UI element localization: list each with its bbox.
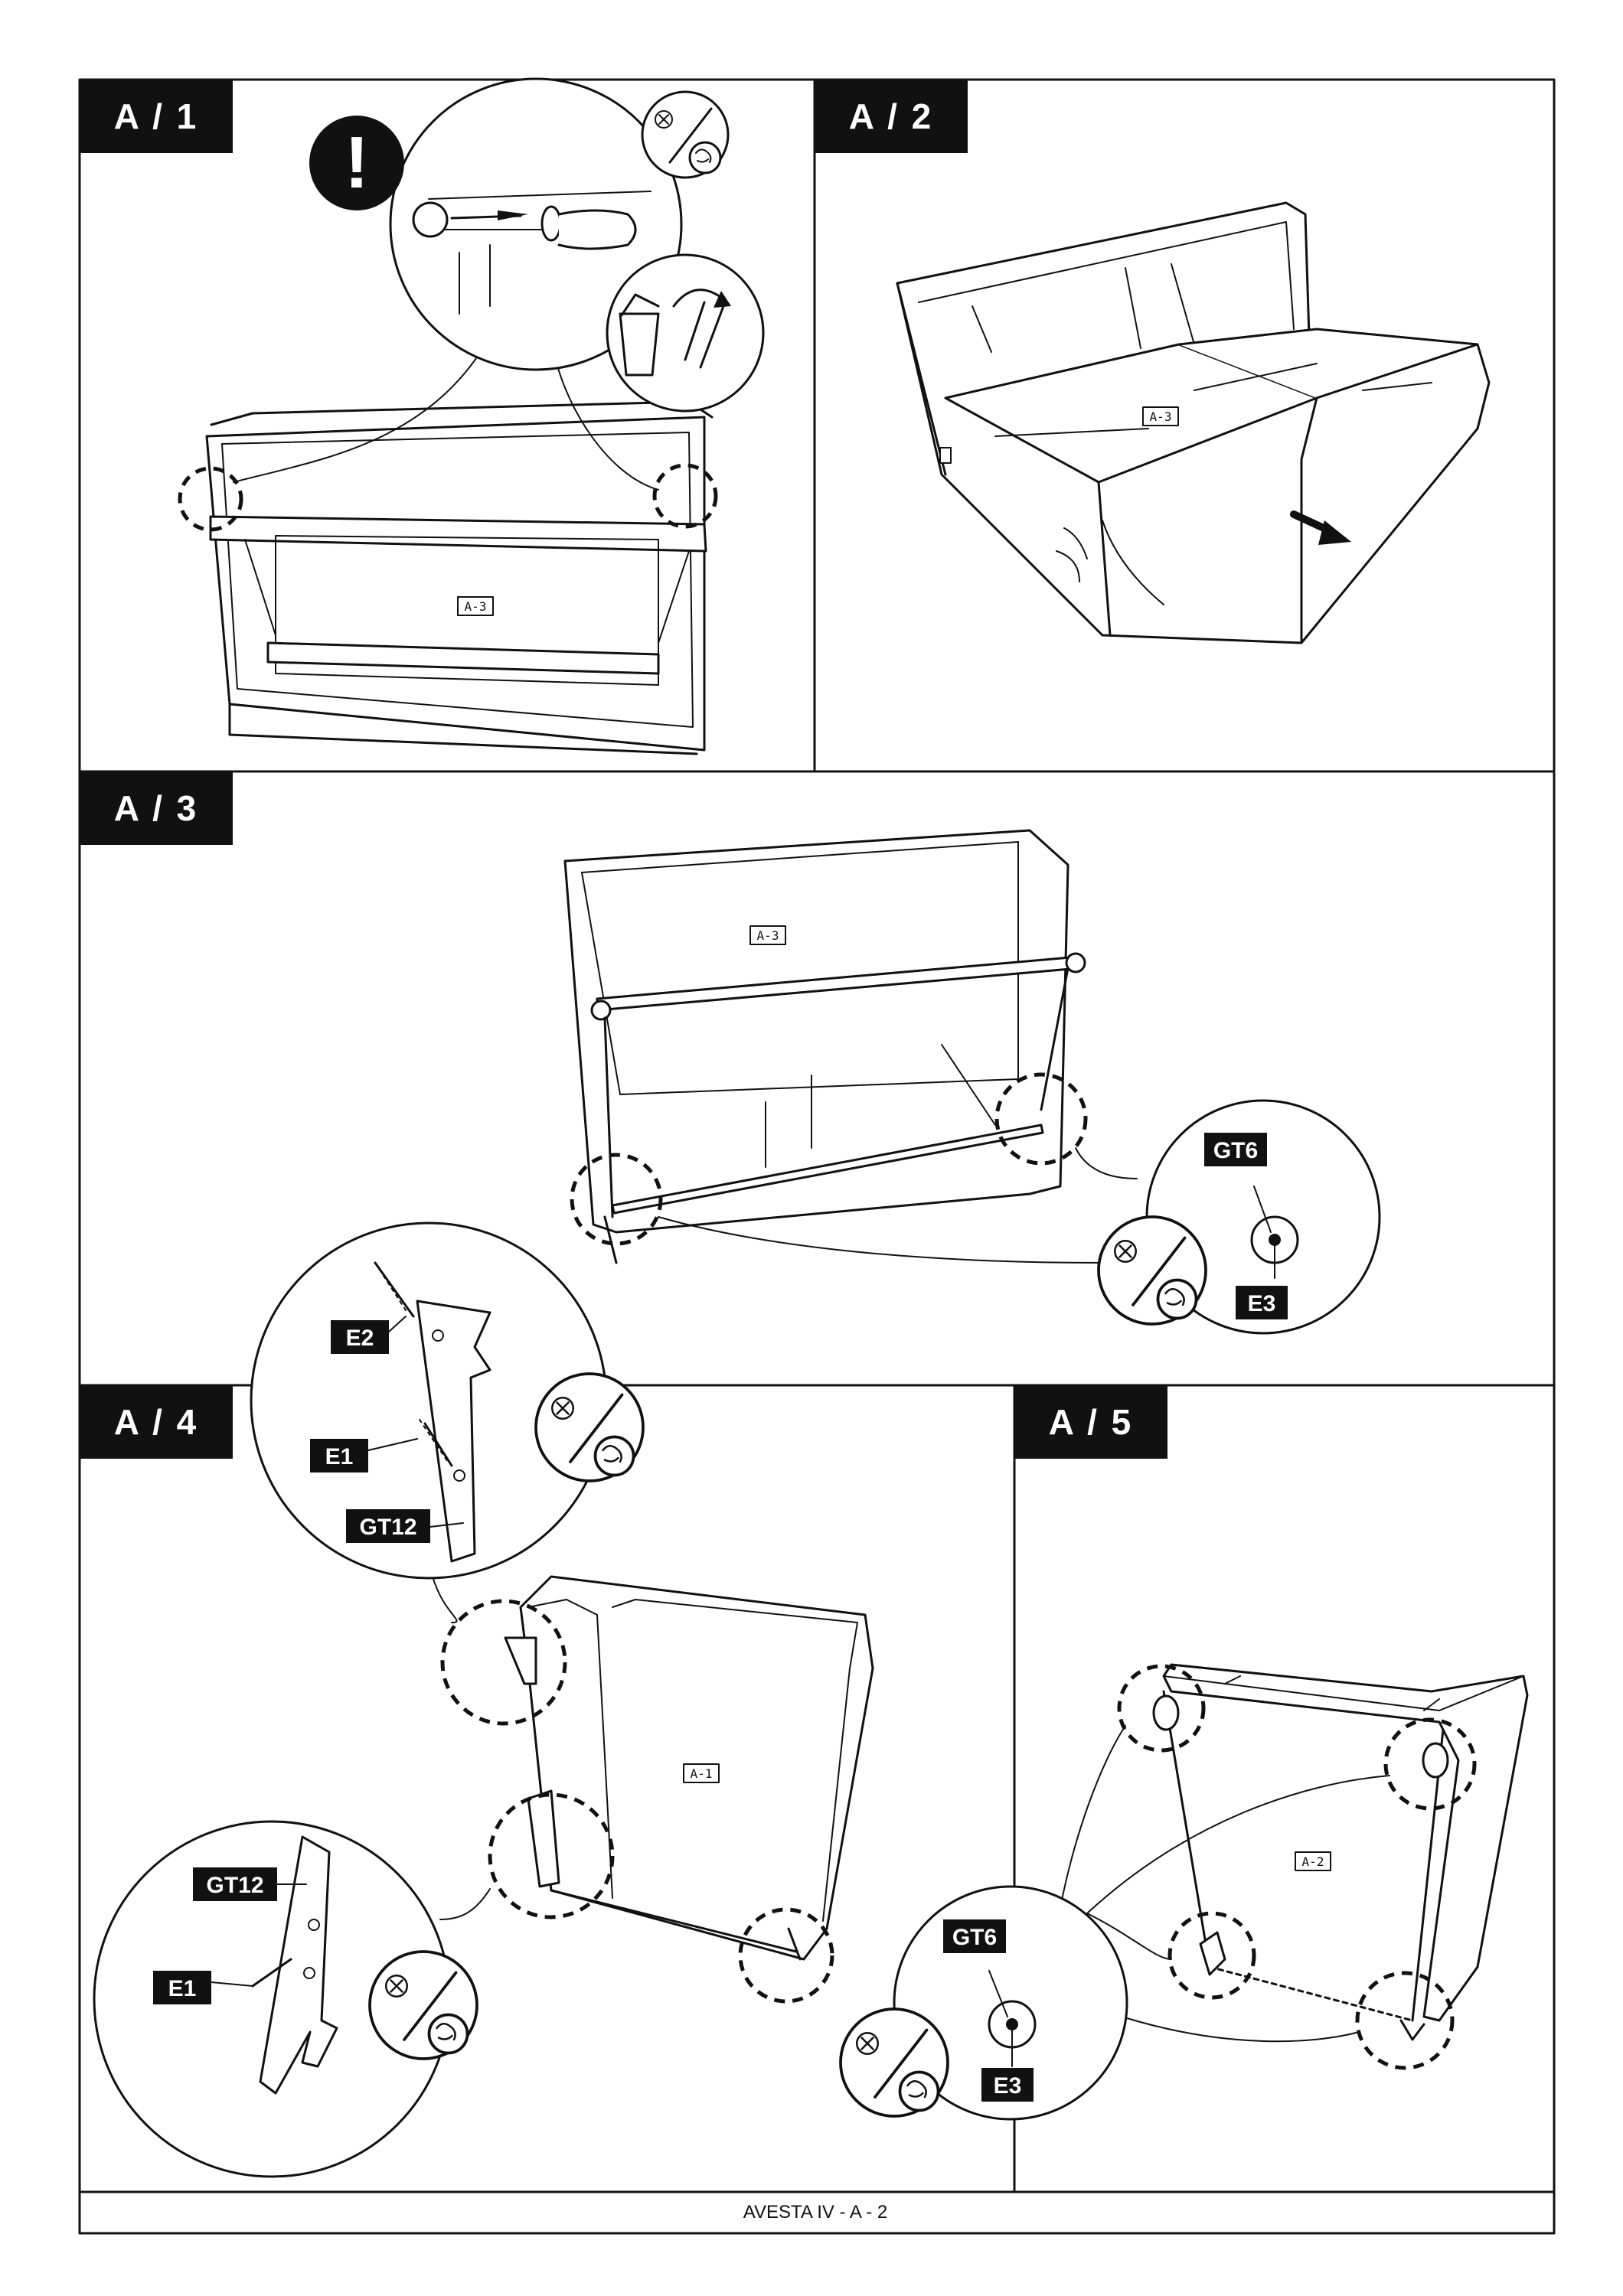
svg-text:A-3: A-3 [465, 599, 487, 614]
a4-gt12-label-bottom: GT12 [193, 1867, 307, 1901]
a4-part-label: A-1 [683, 1763, 720, 1783]
svg-text:A-3: A-3 [757, 928, 779, 943]
a3-detail-circle-left [570, 1153, 663, 1246]
a3-detail-circle-right [994, 1072, 1088, 1166]
panel-a5: A-2 A / 5 [1014, 1385, 1529, 2070]
svg-text:!: ! [345, 122, 369, 204]
warning-icon: ! [309, 116, 404, 210]
panel-a1: ! A-3 A / 1 [80, 77, 765, 755]
svg-text:GT12: GT12 [359, 1515, 416, 1540]
a4-e1-label-bottom: E1 [153, 1971, 253, 2004]
a4-detail-bubble-top [250, 1221, 608, 1580]
screwdriver-icon [534, 1372, 645, 1482]
svg-text:A / 5: A / 5 [1049, 1402, 1133, 1442]
a5-detail-circle-tl [1117, 1664, 1206, 1753]
step-a4-tab: A / 4 [80, 1385, 233, 1459]
a5-part-label: A-2 [1295, 1851, 1331, 1871]
a4-gt12-label: GT12 [346, 1509, 464, 1543]
footer-text: AVESTA IV - A - 2 [743, 2202, 888, 2223]
a1-callout-line [233, 336, 491, 483]
svg-text:E2: E2 [346, 1326, 374, 1351]
svg-text:A / 3: A / 3 [114, 788, 198, 828]
svg-text:A-1: A-1 [691, 1766, 713, 1781]
a4-detail-circle-mid [488, 1792, 615, 1919]
a4-detail-circle-bottom [738, 1907, 834, 2004]
svg-text:A-3: A-3 [1150, 409, 1172, 424]
a2-sofa-drawing [896, 201, 1491, 644]
a1-frame-drawing [205, 400, 714, 755]
a3-e3-label: E3 [1236, 1286, 1288, 1319]
a1-part-label: A-3 [457, 596, 494, 616]
screwdriver-icon [641, 90, 730, 179]
a3-frame-drawing [563, 829, 1086, 1264]
a5-detail-circle-tr [1383, 1717, 1477, 1811]
a5-gt6-label: GT6 [943, 1919, 1006, 1953]
step-a3-tab: A / 3 [80, 771, 233, 845]
a3-callout-line [658, 1216, 1103, 1264]
panel-a4: E2 E1 GT12 GT12 E1 [80, 1221, 874, 2178]
a4-e2-label: E2 [331, 1316, 407, 1354]
a2-part-label: A-3 [1142, 406, 1179, 426]
svg-text:A / 2: A / 2 [849, 96, 933, 136]
svg-text:A / 4: A / 4 [114, 1402, 198, 1442]
page-footer: AVESTA IV - A - 2 [743, 2202, 888, 2223]
screwdriver-icon [1097, 1215, 1207, 1326]
screwdriver-icon [839, 2007, 949, 2118]
step-a1-tab: A / 1 [80, 80, 233, 153]
step-a2-tab: A / 2 [815, 80, 968, 153]
a1-detail-circle-right [652, 463, 718, 529]
svg-text:E3: E3 [1248, 1291, 1276, 1316]
svg-text:GT6: GT6 [952, 1925, 997, 1950]
a1-discard-bubble [606, 253, 765, 413]
a5-e3-label: E3 [981, 2068, 1034, 2102]
a1-detail-bubble [389, 77, 683, 371]
a5-frame-drawing [1152, 1663, 1529, 2041]
step-a5-tab: A / 5 [1014, 1385, 1167, 1459]
a1-detail-circle-left [178, 466, 243, 532]
a4-e1-label: E1 [310, 1438, 418, 1473]
svg-text:E1: E1 [168, 1976, 197, 2001]
trash-bin-icon [619, 293, 660, 377]
svg-text:E3: E3 [994, 2073, 1022, 2099]
a4-detail-circle-top [440, 1599, 567, 1726]
a2-pull-arrow [1290, 510, 1351, 545]
panel-a2: A-3 A / 2 [815, 80, 1491, 644]
svg-text:GT12: GT12 [206, 1873, 263, 1898]
svg-text:E1: E1 [325, 1444, 354, 1469]
a5-detail-circle-br [1355, 1971, 1455, 2070]
a5-detail-circle-bl [1167, 1911, 1256, 2000]
svg-text:GT6: GT6 [1213, 1138, 1258, 1163]
svg-text:A / 1: A / 1 [114, 96, 198, 136]
a3-part-label: A-3 [749, 925, 786, 945]
screwdriver-icon [368, 1950, 478, 2060]
a3-gt6-label: GT6 [1204, 1133, 1267, 1166]
svg-text:A-2: A-2 [1302, 1854, 1324, 1869]
panel-a3: GT6 E3 A-3 A / 3 [80, 771, 1381, 1335]
